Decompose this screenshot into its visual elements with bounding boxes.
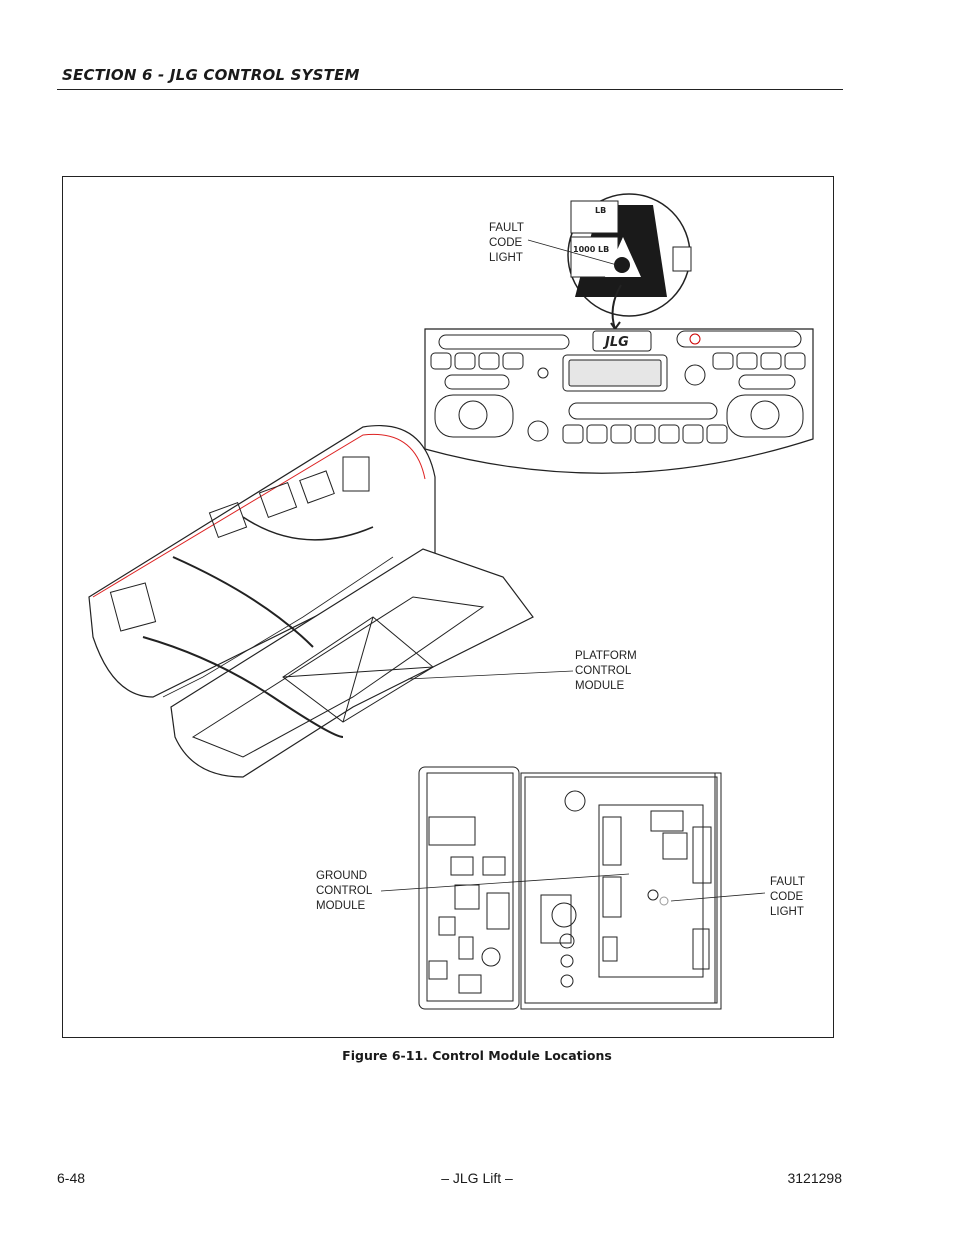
fault-code-led-icon-ground [659,896,669,906]
callout-fault-code-light-top: FAULT CODE LIGHT [489,222,524,264]
section-header: SECTION 6 - JLG CONTROL SYSTEM [62,66,360,84]
leader-lines [380,239,766,902]
control-module-illustration: LB 1000 LB JLG [88,193,814,1010]
page-number: 6-48 [57,1170,86,1186]
brand-logo: JLG [602,335,629,350]
ground-control-box [418,766,722,1010]
figure-frame: LB 1000 LB JLG [62,176,834,1038]
toggle-switch-row-right [712,352,806,370]
toggle-switch-row-bottom [562,424,728,444]
platform-control-panel: JLG [424,328,814,474]
callout-fault-code-light-bottom: FAULT CODE LIGHT [770,876,805,918]
footer-center: – JLG Lift – [441,1170,513,1186]
platform-control-box [88,425,534,778]
magnified-inset: LB 1000 LB [567,193,693,331]
toggle-switch-row-left [430,352,524,370]
callout-platform-control-module: PLATFORM CONTROL MODULE [575,650,637,692]
callout-ground-control-module: GROUND CONTROL MODULE [316,870,373,912]
document-number: 3121298 [787,1170,842,1186]
figure-caption: Figure 6-11. Control Module Locations [342,1048,612,1063]
fault-code-led-icon [614,257,630,273]
weight-label-bottom: 1000 LB [573,245,609,254]
header-rule [57,89,843,90]
weight-label-top: LB [595,206,606,215]
